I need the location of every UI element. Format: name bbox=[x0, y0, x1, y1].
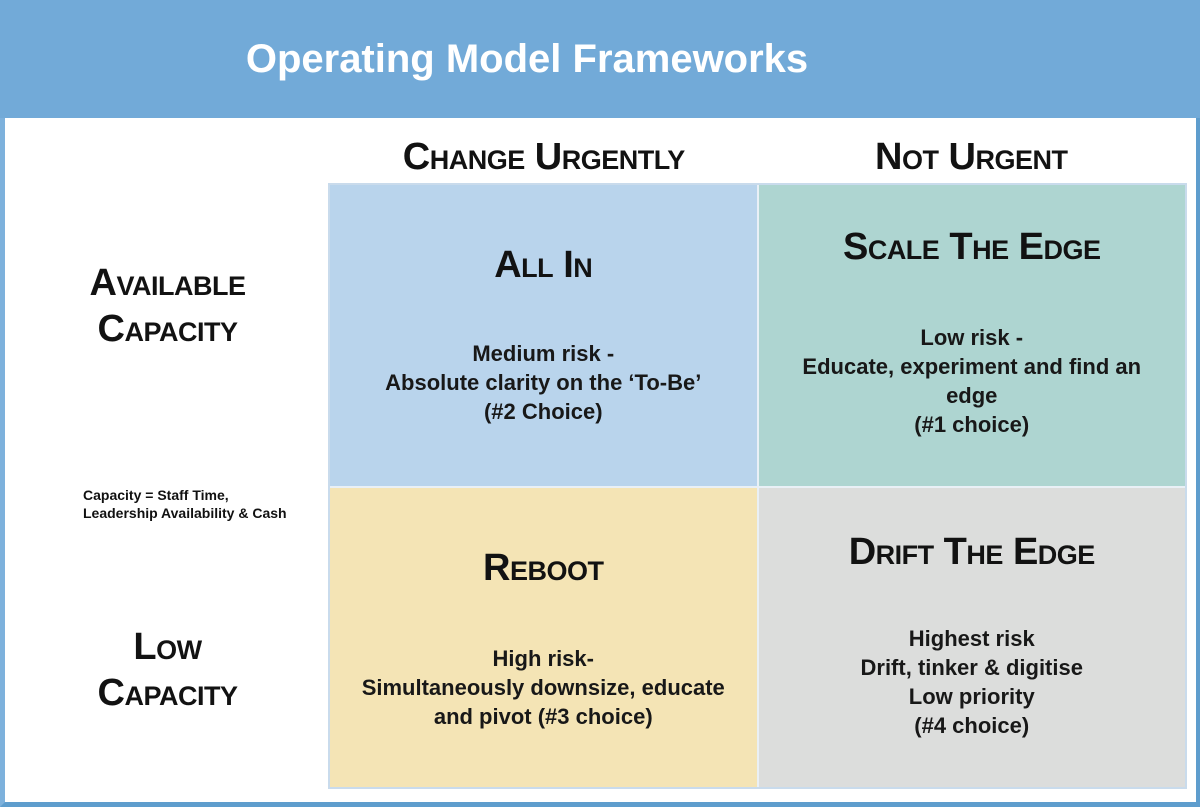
row-label-low-capacity: Low Capacity bbox=[97, 626, 238, 714]
quadrant-reboot: Reboot High risk- Simultaneously downsiz… bbox=[330, 488, 757, 787]
quadrant-all-in-body: Medium risk - Absolute clarity on the ‘T… bbox=[385, 341, 702, 425]
page-title: Operating Model Frameworks bbox=[245, 36, 809, 81]
quadrant-drift-the-edge-body: Highest risk Drift, tinker & digitise Lo… bbox=[860, 626, 1083, 739]
column-headers: Change Urgently Not Urgent bbox=[330, 131, 1185, 183]
quadrant-reboot-title: Reboot bbox=[483, 547, 604, 589]
quadrant-drift-the-edge: Drift The Edge Highest risk Drift, tinke… bbox=[758, 488, 1185, 787]
quadrant-grid: All In Medium risk - Absolute clarity on… bbox=[328, 183, 1187, 789]
column-header-change-urgently: Change Urgently bbox=[402, 136, 685, 178]
quadrant-scale-the-edge-body: Low risk - Educate, experiment and find … bbox=[802, 325, 1142, 438]
title-banner: Operating Model Frameworks bbox=[0, 0, 1200, 118]
quadrant-drift-the-edge-title: Drift The Edge bbox=[848, 531, 1096, 573]
quadrant-all-in-title: All In bbox=[494, 244, 593, 286]
quadrant-all-in: All In Medium risk - Absolute clarity on… bbox=[330, 185, 757, 486]
quadrant-scale-the-edge: Scale The Edge Low risk - Educate, exper… bbox=[758, 185, 1185, 486]
quadrant-reboot-body: High risk- Simultaneously downsize, educ… bbox=[361, 646, 725, 730]
row-label-available-capacity: Available Capacity bbox=[89, 262, 246, 350]
quadrant-scale-the-edge-title: Scale The Edge bbox=[842, 226, 1101, 268]
capacity-note: Capacity = Staff Time, Leadership Availa… bbox=[83, 487, 287, 522]
column-header-not-urgent: Not Urgent bbox=[875, 136, 1068, 178]
